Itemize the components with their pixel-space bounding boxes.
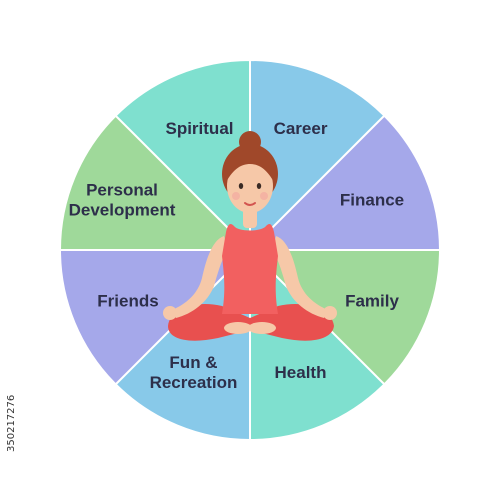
face [227, 159, 273, 213]
segment-spiritual [114, 58, 251, 253]
hair-fringe [226, 150, 274, 182]
left-arm [172, 236, 228, 318]
segment-career [249, 58, 386, 253]
label-career: Career [274, 119, 328, 138]
segment-health [249, 247, 386, 442]
neck [243, 208, 257, 228]
label-line: Career [274, 119, 328, 138]
label-line: Finance [340, 191, 404, 210]
meditating-woman-illustration [163, 131, 337, 341]
label-line: Friends [97, 292, 158, 311]
right-foot [248, 322, 276, 334]
label-spiritual: Spiritual [165, 119, 233, 138]
leotard [222, 224, 278, 314]
label-line: Spiritual [165, 119, 233, 138]
label-line: Recreation [150, 373, 238, 392]
left-cheek [232, 192, 240, 200]
right-eye [256, 183, 262, 189]
label-health: Health [275, 363, 327, 382]
left-eye [238, 183, 244, 189]
segment-finance [247, 114, 442, 251]
right-cheek [260, 192, 268, 200]
hair-bun [239, 131, 261, 153]
label-line: Development [69, 201, 176, 220]
right-hand [323, 306, 337, 320]
label-line: Health [275, 363, 327, 382]
left-hand [163, 306, 177, 320]
label-finance: Finance [340, 191, 404, 210]
label-line: Personal [86, 181, 158, 200]
left-foot [224, 322, 252, 334]
label-fun-recreation: Fun &Recreation [150, 353, 238, 392]
label-line: Family [345, 292, 399, 311]
mouth [244, 202, 256, 206]
label-friends: Friends [97, 292, 158, 311]
segment-personal-development [58, 114, 253, 251]
label-family: Family [345, 292, 399, 311]
segment-fun-recreation [114, 247, 251, 442]
right-arm [272, 236, 328, 318]
crossed-legs [168, 304, 334, 341]
label-line: Fun & [169, 353, 217, 372]
side-id-text: 350217276 [6, 395, 17, 452]
